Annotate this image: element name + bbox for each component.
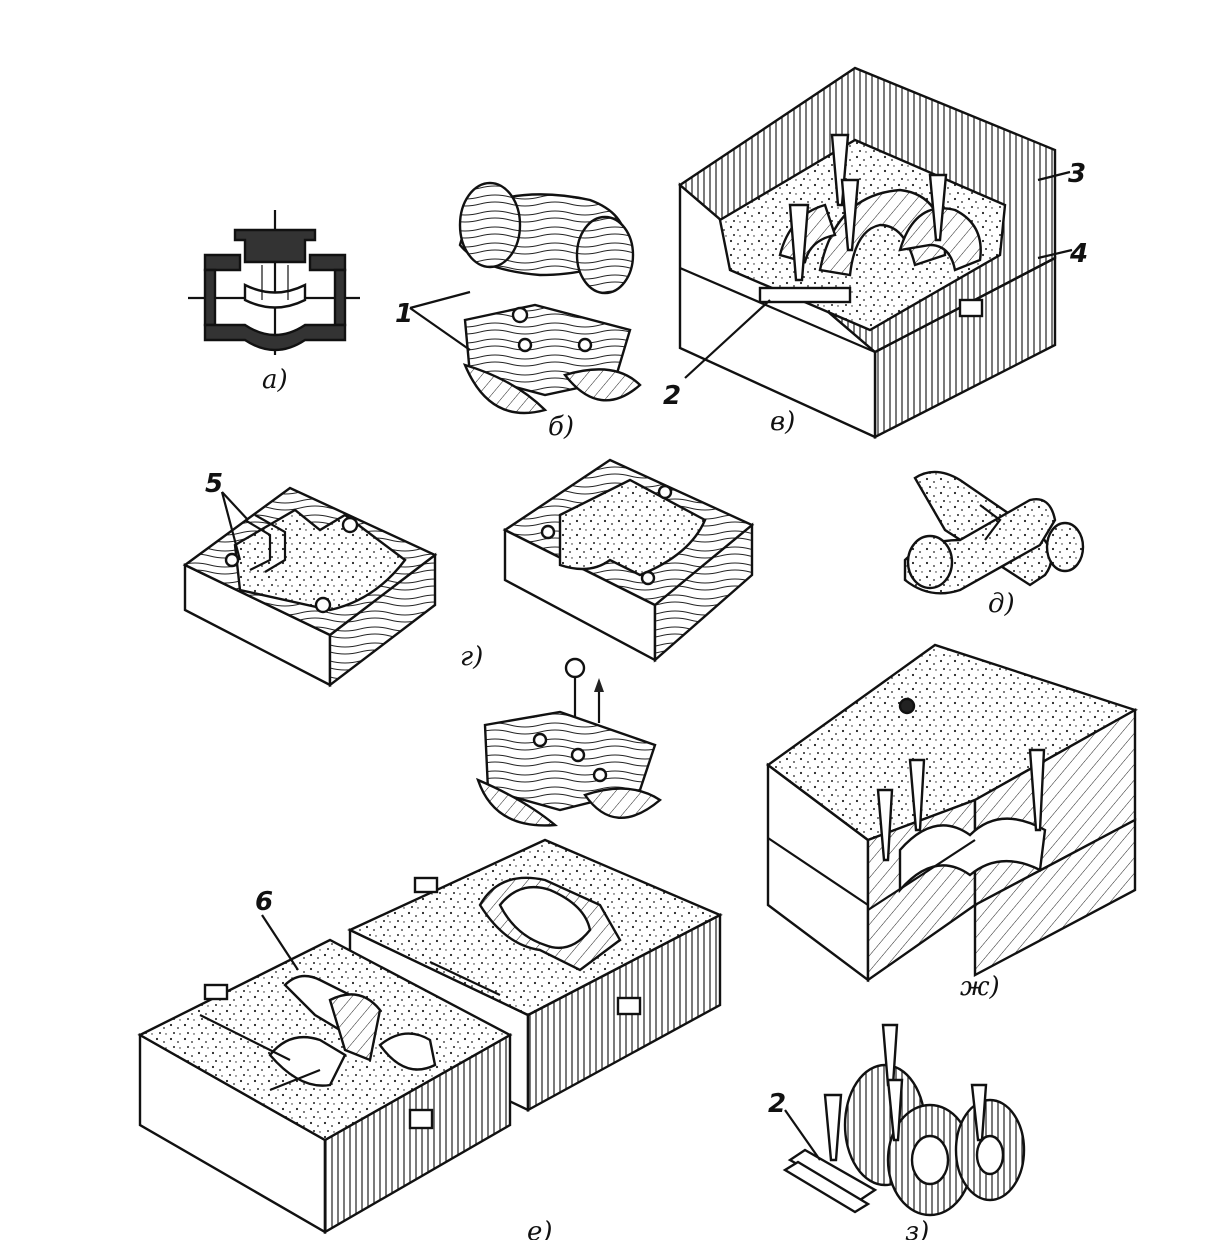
part-number-2-lower: 2 bbox=[768, 1089, 786, 1119]
panel-label-b: б) bbox=[548, 412, 574, 442]
flask-with-cores-drawing bbox=[678, 66, 1073, 439]
panel-label-z: з) bbox=[905, 1217, 929, 1240]
part-number-1: 1 bbox=[395, 299, 413, 329]
panel-label-d: д) bbox=[988, 589, 1015, 619]
core-drawing bbox=[903, 470, 1085, 595]
part-number-3: 3 bbox=[1068, 159, 1086, 189]
panel-label-g: г) bbox=[460, 642, 483, 672]
panel-label-zh: ж) bbox=[960, 972, 1000, 1002]
valve-section-drawing bbox=[188, 210, 360, 355]
assembled-mold-section-drawing bbox=[765, 643, 1138, 983]
pattern-lifting-drawing bbox=[475, 657, 662, 827]
mold-halves-drawing bbox=[137, 838, 723, 1235]
part-number-6: 6 bbox=[255, 887, 273, 917]
panel-label-v: в) bbox=[770, 407, 795, 437]
core-assembly-drawing bbox=[782, 1023, 1026, 1217]
panel-label-e: е) bbox=[527, 1217, 553, 1240]
core-boxes-drawing bbox=[182, 458, 755, 688]
panel-label-a: а) bbox=[262, 365, 288, 395]
part-number-2: 2 bbox=[663, 381, 681, 411]
part-number-4: 4 bbox=[1069, 239, 1088, 269]
part-number-5: 5 bbox=[205, 469, 223, 499]
split-pattern-drawing bbox=[409, 181, 642, 415]
